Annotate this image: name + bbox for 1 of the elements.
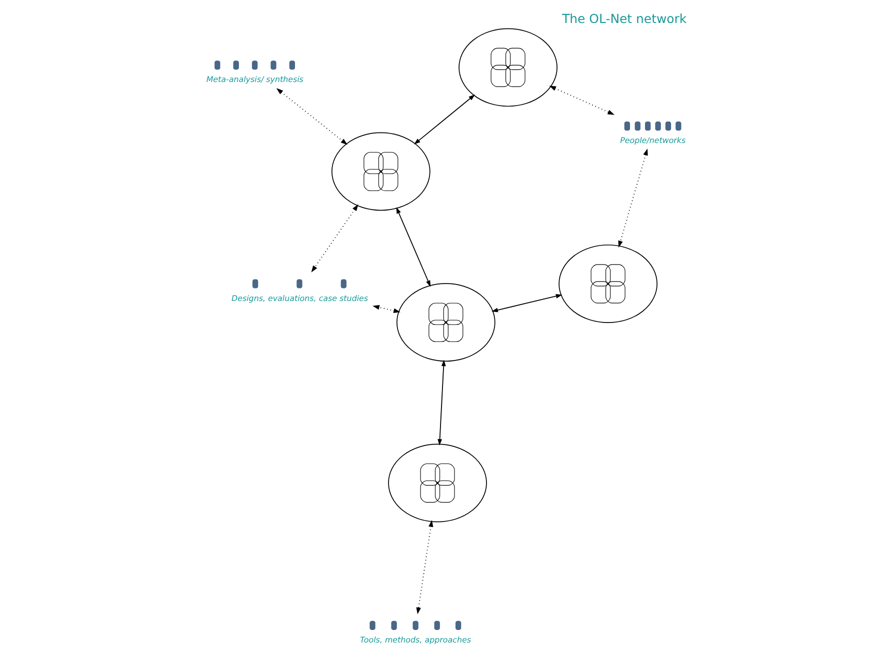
diagram-title: The OL-Net network <box>562 10 687 26</box>
